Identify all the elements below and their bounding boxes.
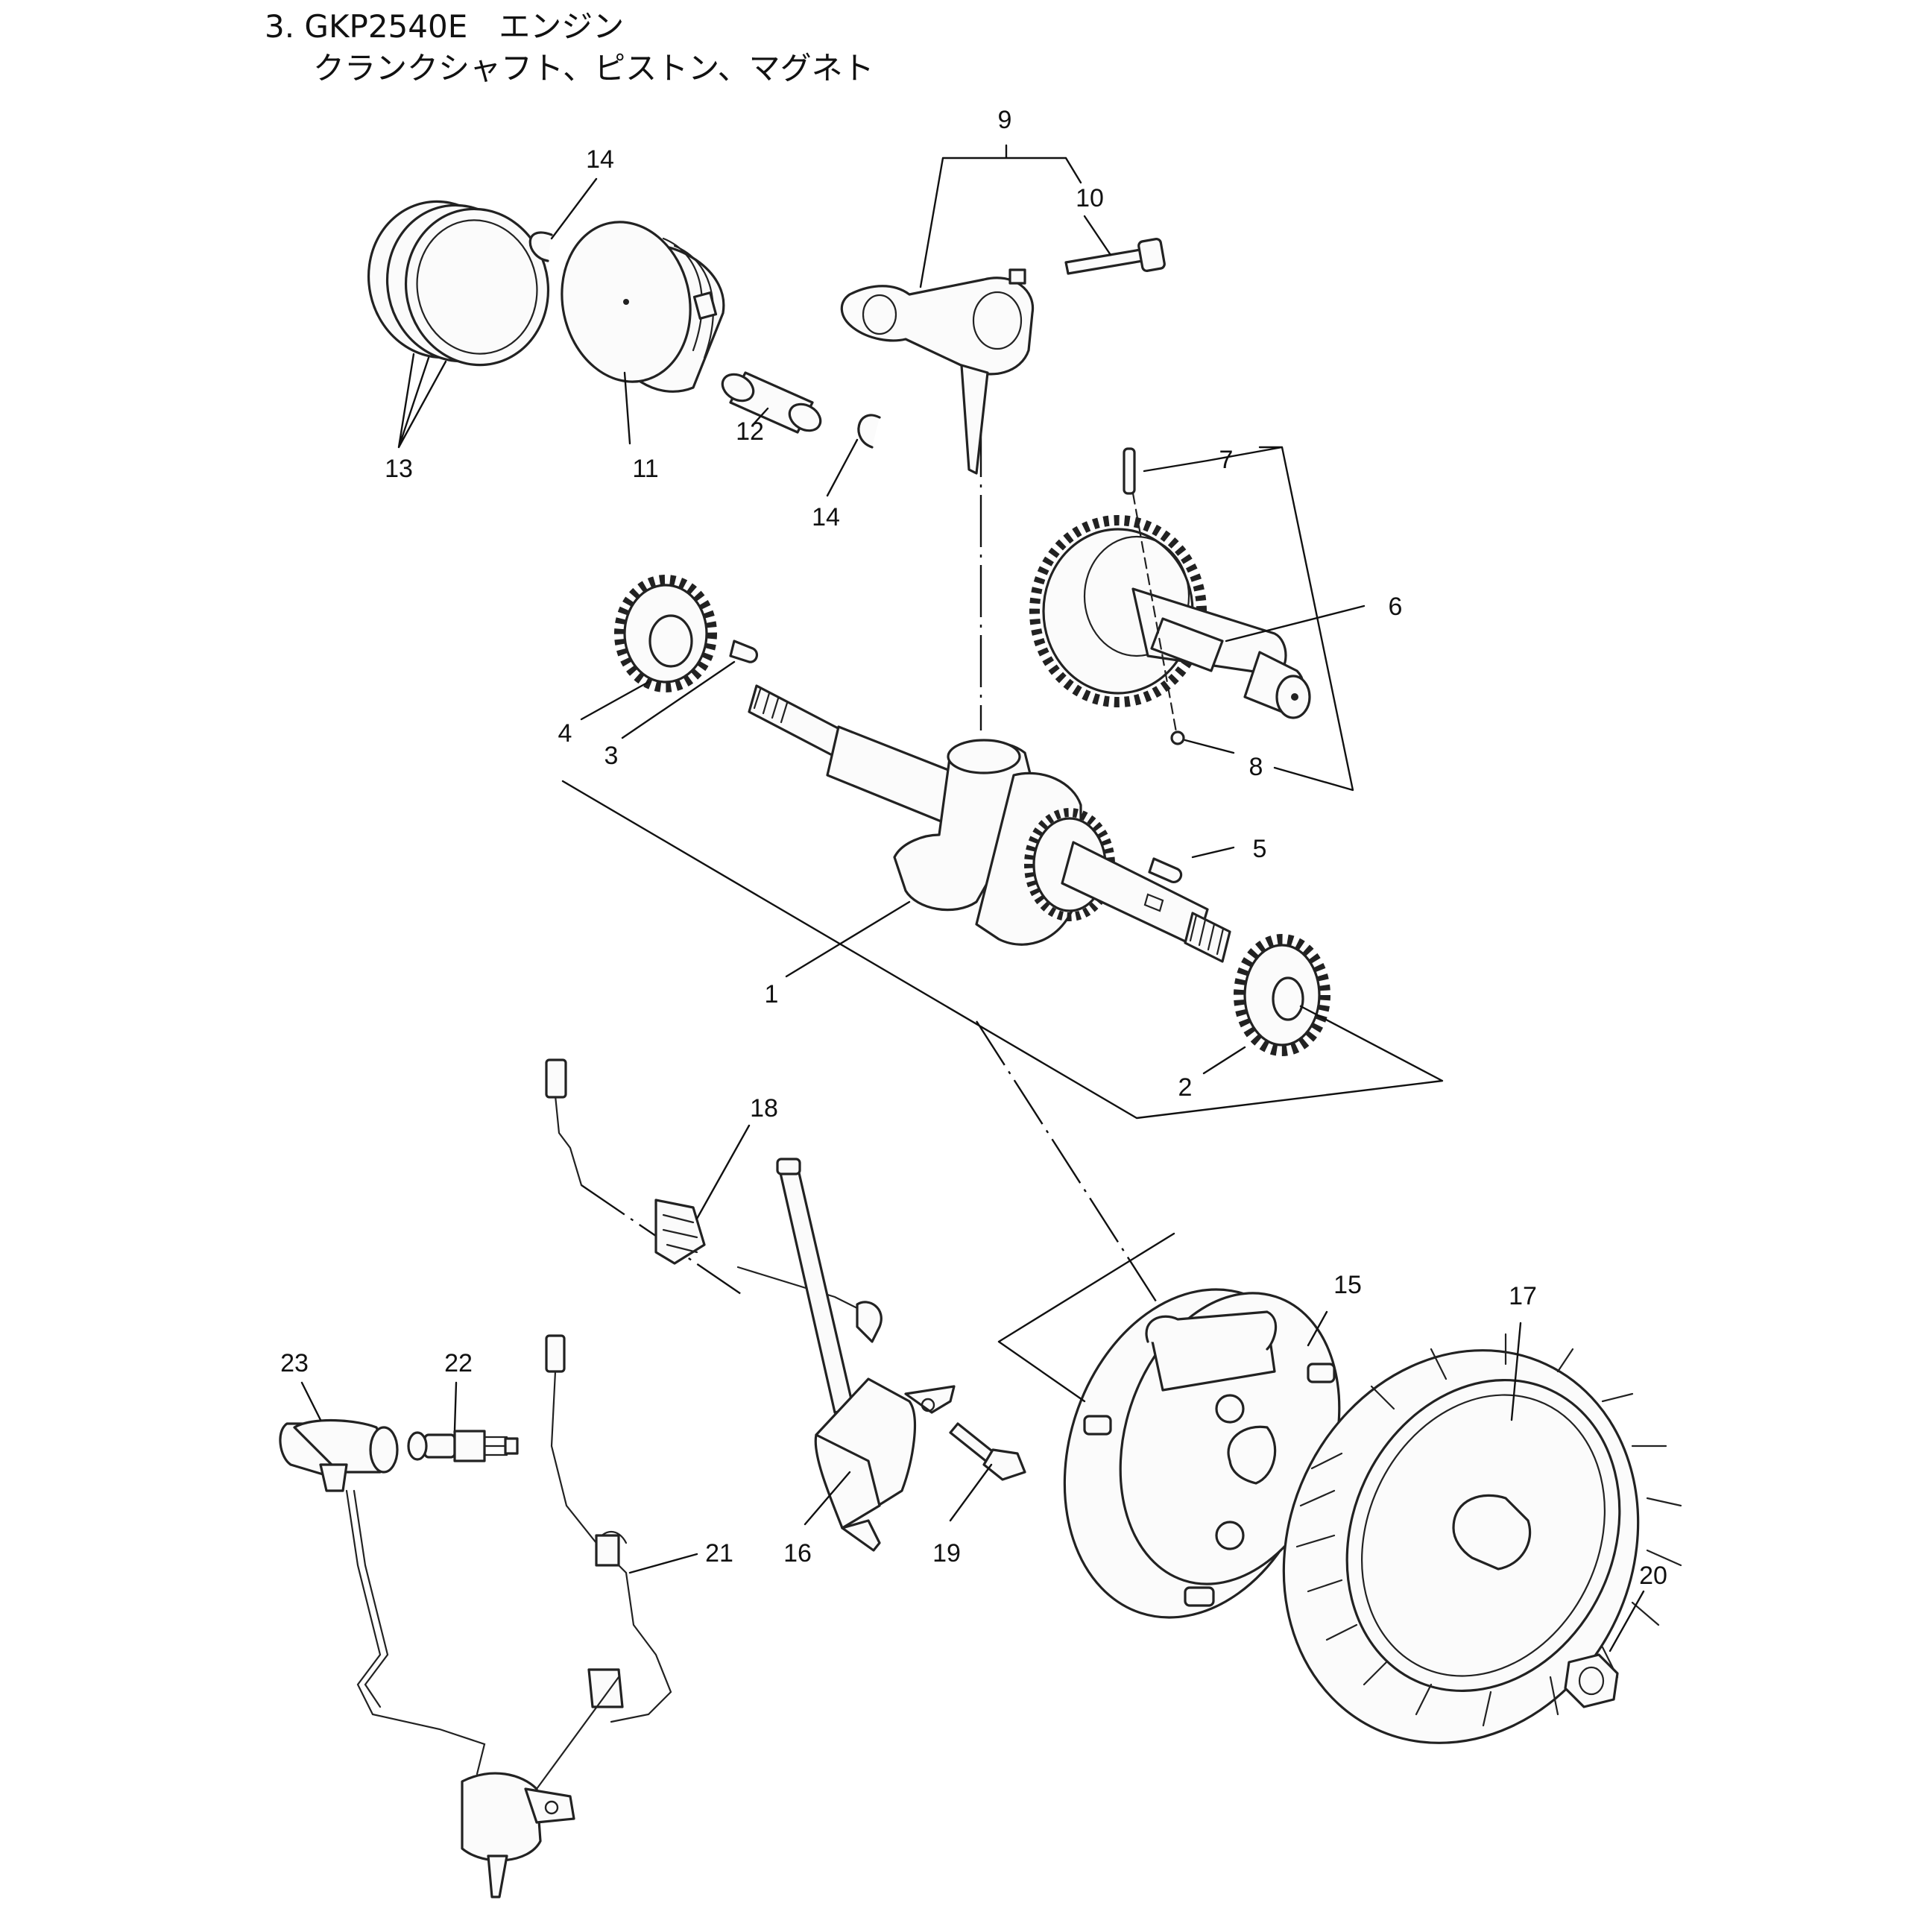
callout-19: 19 [932, 1539, 961, 1568]
plug-cap-part [279, 1418, 399, 1492]
leader-20 [1609, 1590, 1645, 1652]
leader-12 [751, 407, 769, 426]
conrod-bolt-part [1064, 238, 1166, 275]
circlip-lower-part [857, 414, 881, 449]
callout-2: 2 [1178, 1073, 1193, 1102]
key-right-part [1148, 857, 1183, 883]
bracket-7-8 [1143, 446, 1354, 792]
bracket-9 [919, 144, 1082, 288]
ball-part [1170, 730, 1185, 745]
leader-13 [397, 353, 447, 449]
callout-8: 8 [1249, 753, 1263, 781]
callout-6: 6 [1389, 593, 1403, 621]
callout-1: 1 [765, 980, 779, 1008]
key-left-part [729, 640, 759, 663]
leader-14a [550, 177, 598, 240]
ignition-lead-part [345, 1489, 620, 1898]
leader-22 [453, 1381, 458, 1431]
piston-pin-part [721, 371, 822, 434]
diagram-title: 3. GKP2540E エンジン [265, 8, 625, 45]
callout-22: 22 [444, 1349, 473, 1377]
callout-21: 21 [705, 1539, 733, 1568]
stop-switch-wire-part [545, 1334, 672, 1723]
connecting-rod-part [840, 268, 1035, 475]
callout-14b: 14 [812, 503, 840, 531]
callout-18: 18 [750, 1094, 778, 1123]
callout-12: 12 [736, 417, 764, 446]
leader-14b [826, 438, 859, 497]
diagram-subtitle: クランクシャフト、ピストン、マグネト [313, 50, 874, 86]
leader-8 [1184, 739, 1235, 754]
grommet-part [654, 1199, 706, 1265]
camshaft-part [1029, 515, 1311, 719]
leader-1 [785, 900, 911, 978]
callout-4: 4 [558, 719, 572, 748]
circlip-upper-part [528, 231, 553, 262]
piston-rings-part [367, 200, 550, 367]
callout-9: 9 [998, 106, 1012, 134]
bracket-1-2-3 [561, 780, 1444, 1120]
callout-13: 13 [385, 455, 413, 483]
callout-16: 16 [783, 1539, 812, 1568]
leader-15 [1307, 1310, 1328, 1347]
flywheel-part [1063, 1288, 1341, 1619]
callout-14a: 14 [586, 145, 614, 174]
bracket-15 [997, 1232, 1175, 1403]
callout-20: 20 [1639, 1562, 1667, 1590]
leader-3 [621, 660, 736, 739]
leader-16 [804, 1471, 851, 1526]
callout-11: 11 [632, 455, 658, 483]
leader-6 [1225, 604, 1366, 643]
callout-10: 10 [1076, 184, 1104, 212]
leader-19 [949, 1463, 993, 1522]
leader-4 [580, 681, 650, 721]
leader-23 [300, 1381, 322, 1421]
leader-5 [1191, 846, 1235, 859]
leader-21 [628, 1553, 698, 1574]
coil-bolt-part [949, 1422, 1026, 1481]
leader-17 [1510, 1322, 1522, 1421]
callout-7: 7 [1219, 446, 1234, 474]
leader-11 [623, 371, 631, 445]
piston-part [561, 221, 725, 393]
leader-2 [1202, 1046, 1246, 1075]
ignition-coil-part [776, 1158, 956, 1552]
callout-15: 15 [1333, 1271, 1362, 1299]
leader-18 [695, 1124, 751, 1220]
callout-3: 3 [604, 742, 619, 770]
spark-plug-part [407, 1430, 519, 1462]
timing-gear-part [1234, 934, 1330, 1056]
centerline-flywheel [975, 1020, 1164, 1313]
leader-10 [1083, 215, 1112, 256]
cam-pin-part [1123, 447, 1136, 495]
callout-17: 17 [1509, 1282, 1537, 1310]
callout-5: 5 [1253, 835, 1267, 863]
crank-gear-part [614, 575, 717, 692]
crankshaft-part [748, 684, 1231, 963]
callout-23: 23 [280, 1349, 309, 1377]
fan-part [1282, 1333, 1682, 1744]
flywheel-nut-part [1564, 1653, 1619, 1708]
